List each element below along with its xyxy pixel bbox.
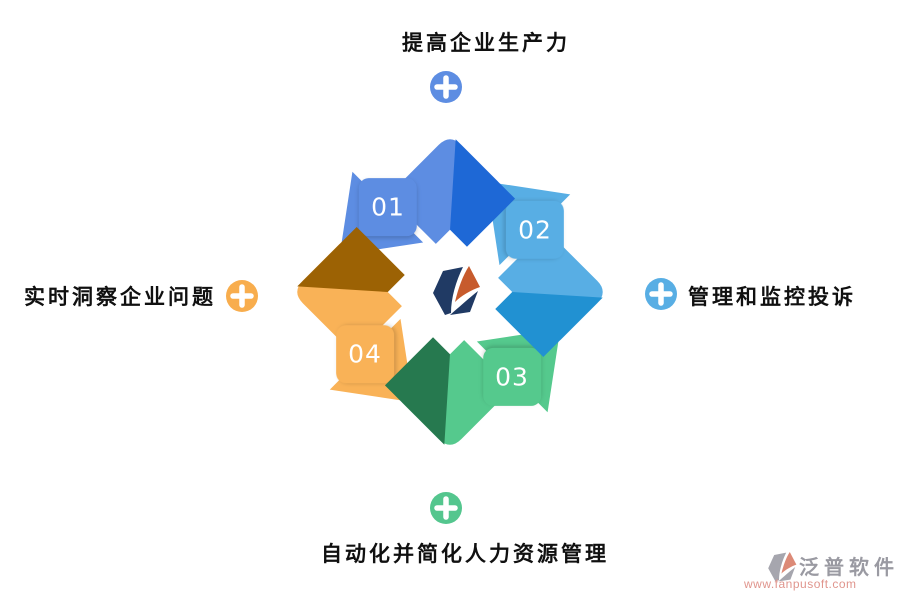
cycle-tail-01 <box>450 139 516 247</box>
label-top: 提高企业生产力 <box>402 32 570 55</box>
plus-glyph <box>649 282 673 306</box>
plus-icon-right[interactable] <box>643 276 679 312</box>
watermark-brand: 泛普软件 <box>799 557 899 579</box>
step-number-03: 03 <box>495 362 529 392</box>
center-logo <box>433 266 480 315</box>
plus-icon-top[interactable] <box>428 69 464 105</box>
label-right: 管理和监控投诉 <box>688 286 856 309</box>
cycle-head-body-02 <box>505 200 564 259</box>
plus-icon-bottom[interactable] <box>428 490 464 526</box>
center-logo-swoosh-shape <box>455 266 480 302</box>
step-number-04: 04 <box>348 339 382 369</box>
watermark-logo-left-shape <box>768 552 787 582</box>
cycle-head-body-01 <box>358 178 417 237</box>
plus-glyph <box>230 284 254 308</box>
center-logo-left-shape <box>433 267 463 315</box>
watermark-logo <box>768 552 797 582</box>
label-left: 实时洞察企业问题 <box>24 286 216 309</box>
step-number-01: 01 <box>371 192 405 222</box>
cycle-tail-02 <box>495 292 603 358</box>
cycle-tail-04 <box>297 226 405 292</box>
cycle-dark-tails <box>297 139 603 445</box>
label-bottom: 自动化并简化人力资源管理 <box>321 543 609 566</box>
center-logo-bottom-shape <box>450 291 478 315</box>
cycle-tail-03 <box>384 337 450 445</box>
plus-icon-left[interactable] <box>224 278 260 314</box>
watermark-url[interactable]: www.fanpusoft.com <box>744 577 857 591</box>
cycle-head-body-04 <box>336 325 395 384</box>
step-number-02: 02 <box>518 215 552 245</box>
watermark-logo-bottom-shape <box>778 567 796 582</box>
plus-glyph <box>434 75 458 99</box>
cycle-head-body-03 <box>483 347 542 406</box>
plus-glyph <box>434 496 458 520</box>
watermark-logo-swoosh-shape <box>781 552 797 574</box>
